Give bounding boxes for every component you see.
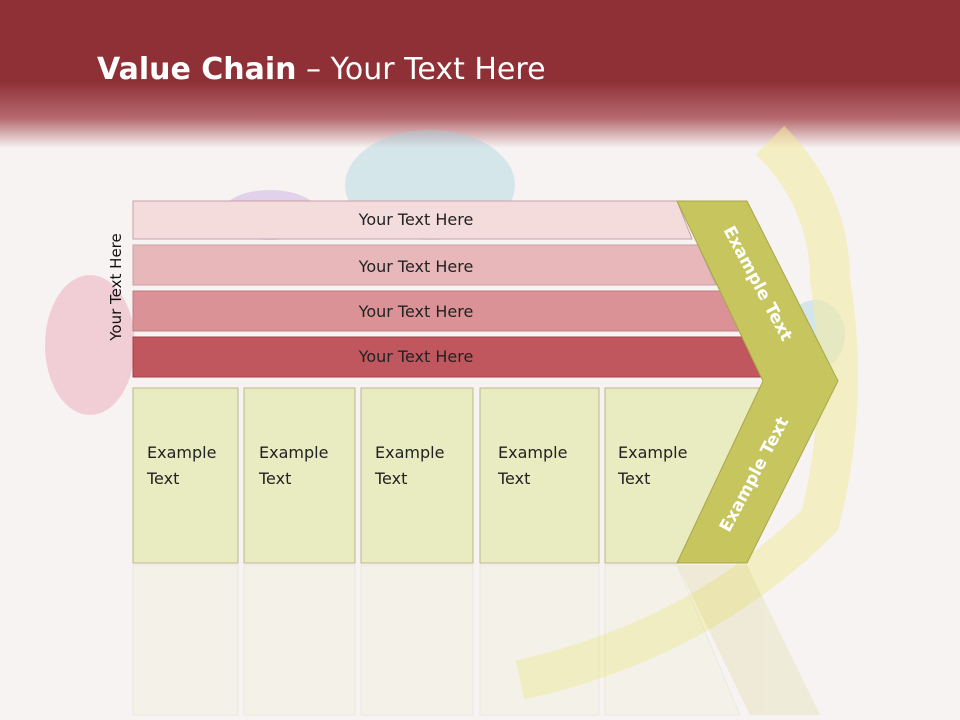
row-2-label: Your Text Here <box>358 257 474 276</box>
diagram-reflection <box>132 564 820 716</box>
row-4: Your Text Here <box>132 336 764 378</box>
column-1-line2: Text <box>146 469 179 488</box>
row-1-label: Your Text Here <box>358 210 474 229</box>
row-3: Your Text Here <box>132 290 740 332</box>
column-4-line1: Example <box>498 443 567 462</box>
row-1-bar <box>132 200 693 240</box>
row-3-label: Your Text Here <box>358 302 474 321</box>
title-banner <box>0 0 960 148</box>
row-1: Your Text Here <box>132 200 693 240</box>
column-2-line2: Text <box>258 469 291 488</box>
column-1-box <box>132 387 239 564</box>
column-4: Example Text <box>479 387 600 564</box>
column-2-line1: Example <box>259 443 328 462</box>
column-2-box <box>243 387 356 564</box>
column-5-line1: Example <box>618 443 687 462</box>
column-4-box <box>479 387 600 564</box>
side-label: Your Text Here <box>107 233 125 341</box>
column-3-box <box>360 387 474 564</box>
column-1: Example Text <box>132 387 239 564</box>
column-3-line2: Text <box>374 469 407 488</box>
chevron-shape <box>676 200 839 564</box>
page-title: Value Chain – Your Text Here <box>97 52 546 87</box>
column-5: Example Text <box>604 387 761 564</box>
row-4-label: Your Text Here <box>358 347 474 366</box>
column-2: Example Text <box>243 387 356 564</box>
column-3: Example Text <box>360 387 474 564</box>
title-rest: – Your Text Here <box>296 52 546 87</box>
measuring-tape-shape <box>515 125 858 700</box>
column-4-line2: Text <box>497 469 530 488</box>
pink-dumbbell-shape <box>45 275 135 415</box>
row-2-bar <box>132 244 717 286</box>
column-3-line1: Example <box>375 443 444 462</box>
column-5-line2: Text <box>617 469 650 488</box>
row-2: Your Text Here <box>132 244 717 286</box>
title-bold: Value Chain <box>97 52 297 87</box>
column-1-line1: Example <box>147 443 216 462</box>
